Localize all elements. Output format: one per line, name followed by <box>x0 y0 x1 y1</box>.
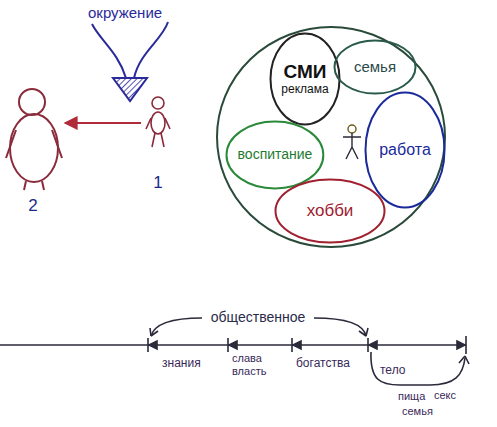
bracket-head <box>150 328 158 336</box>
sphere-ellipse: работа <box>364 91 446 209</box>
influence-arrow <box>65 122 141 124</box>
bracket <box>314 318 366 336</box>
funnel-brace <box>134 22 168 78</box>
sphere-name: работа <box>379 141 431 159</box>
callout-number: 1 <box>153 174 162 193</box>
bracket <box>151 318 202 336</box>
sphere-ellipse: воспитание <box>225 120 325 190</box>
curved-arrow <box>371 352 465 385</box>
timeline-label: богатства <box>296 357 350 371</box>
timeline-tick <box>292 338 301 352</box>
life-sphere-circle: СМИреклама семья воспитание работа хобби <box>215 25 447 249</box>
timeline-tick <box>148 338 157 352</box>
timeline-label: знания <box>162 357 201 371</box>
callout-number: 2 <box>28 197 37 216</box>
timeline-label: секс <box>434 389 456 402</box>
funnel-cone <box>113 78 147 101</box>
timeline-tick <box>368 338 377 352</box>
sphere-name: реклама <box>281 83 328 96</box>
stick-figure: 1 <box>142 93 174 193</box>
sphere-ellipse: СМИреклама <box>269 32 341 126</box>
timeline-tick <box>457 336 466 354</box>
small-person <box>343 125 361 159</box>
sphere-name: хобби <box>307 202 354 221</box>
sphere-ellipse: семья <box>333 39 417 95</box>
funnel <box>92 22 168 101</box>
bracket-head <box>359 328 368 336</box>
funnel-brace <box>92 24 126 78</box>
timeline-label: пища <box>398 390 425 403</box>
timeline <box>0 318 469 385</box>
sphere-name: семья <box>354 59 396 76</box>
sphere-name: воспитание <box>238 147 313 162</box>
timeline-label: слава власть <box>232 352 276 377</box>
sphere-name: СМИ <box>284 62 327 83</box>
sphere-ellipse: хобби <box>274 178 386 244</box>
funnel-label: окружение <box>88 4 162 21</box>
timeline-label: тело <box>380 364 405 378</box>
timeline-label: семья <box>402 405 433 418</box>
stick-figure: 2 <box>2 86 64 216</box>
curved-arrow-head <box>459 356 469 364</box>
bracket-label: общественное <box>208 309 308 325</box>
timeline-tick <box>228 338 237 352</box>
